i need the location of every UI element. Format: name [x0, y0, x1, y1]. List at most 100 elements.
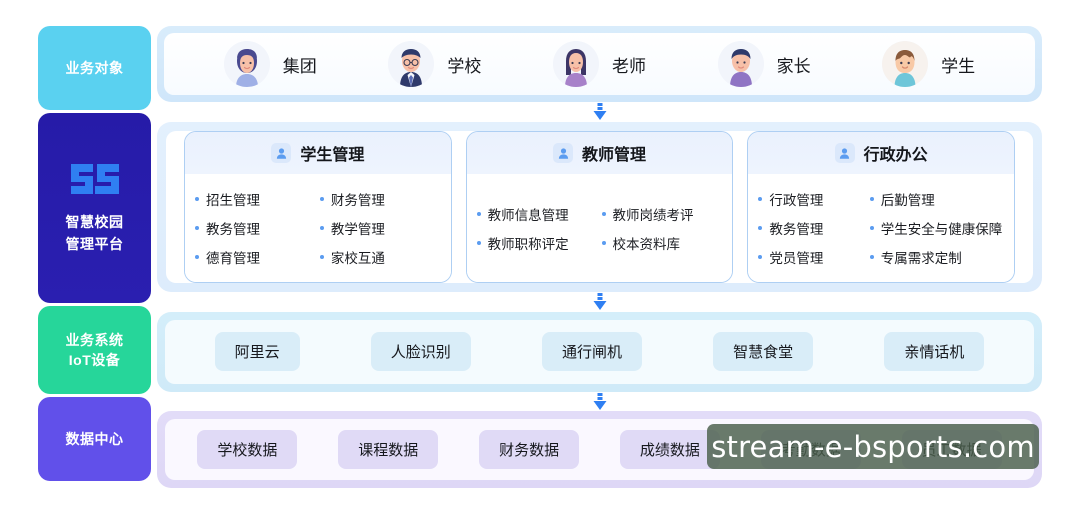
bullet-dot-icon [869, 226, 874, 230]
avatar-man-purple-top-icon [717, 41, 764, 88]
feature-item[interactable]: 教务管理 [758, 218, 865, 238]
feature-label: 教师岗绩考评 [612, 207, 694, 223]
feature-item[interactable]: 财务管理 [319, 189, 441, 209]
iot-chip[interactable]: 通行闸机 [541, 332, 642, 372]
feature-item[interactable]: 教师岗绩考评 [601, 204, 723, 224]
category-rail: 业务对象 智慧校园 管理平台 业务系统 IoT设备 数据中心 [38, 26, 151, 488]
feature-item[interactable]: 教师职称评定 [476, 233, 598, 253]
module-title: 行政办公 [863, 147, 928, 164]
feature-item[interactable]: 德育管理 [195, 247, 316, 267]
rail-label-iot-line1: 业务系统 [65, 331, 124, 348]
feature-item[interactable]: 校本资料库 [601, 233, 723, 253]
watermark-overlay: stream-e-bsports.com [707, 424, 1039, 469]
avatar-woman-blue-hair-icon [223, 41, 270, 88]
bullet-dot-icon [195, 226, 199, 230]
module-title: 教师管理 [582, 147, 647, 164]
data-chip[interactable]: 财务数据 [479, 430, 580, 470]
rail-label-data-center: 数据中心 [65, 430, 124, 447]
feature-item[interactable]: 教学管理 [319, 218, 441, 238]
rail-item-platform[interactable]: 智慧校园 管理平台 [38, 113, 151, 303]
feature-item[interactable]: 招生管理 [195, 189, 316, 209]
bullet-dot-icon [476, 240, 481, 245]
bullet-dot-icon [758, 255, 763, 259]
feature-label: 教务管理 [206, 222, 260, 237]
persona-group[interactable]: 家长 [717, 41, 811, 88]
feature-item[interactable]: 党员管理 [758, 247, 865, 267]
feature-label: 财务管理 [330, 193, 385, 208]
module-header: 学生管理 [185, 132, 451, 174]
rail-item-data-center[interactable]: 数据中心 [38, 397, 151, 481]
data-chip[interactable]: 学校数据 [197, 430, 298, 470]
data-chip[interactable]: 课程数据 [338, 430, 439, 470]
bullet-dot-icon [319, 226, 324, 230]
persona-label: 集团 [282, 56, 317, 76]
rail-label-business-objects: 业务对象 [65, 59, 124, 76]
watermark-text: stream-e-bsports.com [711, 429, 1035, 464]
feature-label: 家校互通 [330, 251, 385, 266]
avatar-woman-purple-top-icon [552, 41, 599, 88]
persona-label: 老师 [611, 56, 646, 76]
avatar-boy-brown-hair-icon [882, 41, 929, 88]
feature-label: 教师信息管理 [487, 207, 569, 223]
module-card-teacher[interactable]: 教师管理 教师信息管理 教师岗绩考评 教师职称评定 校本资料库 [465, 131, 734, 283]
ss-logo-icon [67, 162, 123, 196]
iot-chip[interactable]: 智慧食堂 [713, 332, 814, 372]
module-card-administration[interactable]: 行政办公 行政管理 后勤管理 教务管理 学生安全与健康保障 党员管理 专属需求定… [747, 131, 1016, 283]
module-feature-list: 招生管理 财务管理 教务管理 教学管理 德育管理 家校互通 [185, 174, 451, 282]
module-title: 学生管理 [300, 147, 365, 164]
bullet-dot-icon [601, 211, 606, 216]
feature-label: 后勤管理 [880, 193, 935, 208]
feature-item[interactable]: 家校互通 [319, 247, 441, 267]
feature-label: 德育管理 [206, 251, 260, 266]
feature-item[interactable]: 后勤管理 [869, 189, 1004, 209]
iot-chip[interactable]: 人脸识别 [370, 332, 471, 372]
arrow-down-icon [593, 392, 607, 411]
feature-label: 学生安全与健康保障 [880, 222, 1003, 237]
bullet-dot-icon [319, 255, 324, 259]
connector-iot-to-data [157, 392, 1042, 412]
feature-label: 教学管理 [330, 222, 385, 237]
bullet-dot-icon [601, 240, 606, 245]
module-feature-list: 行政管理 后勤管理 教务管理 学生安全与健康保障 党员管理 专属需求定制 [748, 174, 1015, 282]
rail-label-iot-line2: IoT设备 [68, 352, 121, 368]
module-header: 教师管理 [466, 132, 733, 174]
iot-chip[interactable]: 阿里云 [214, 332, 300, 372]
feature-label: 校本资料库 [612, 236, 681, 252]
bullet-dot-icon [476, 211, 481, 216]
feature-label: 招生管理 [206, 193, 260, 208]
feature-label: 行政管理 [769, 193, 824, 208]
iot-devices-row: 阿里云 人脸识别 通行闸机 智慧食堂 亲情话机 [157, 311, 1042, 392]
connector-modules-to-iot [157, 292, 1042, 312]
bullet-dot-icon [319, 197, 324, 201]
persona-group[interactable]: 学校 [388, 41, 482, 88]
persona-label: 家长 [776, 56, 811, 76]
feature-label: 党员管理 [769, 251, 824, 266]
feature-label: 教师职称评定 [487, 236, 569, 252]
feature-label: 教务管理 [769, 222, 824, 237]
persona-group[interactable]: 老师 [552, 41, 646, 88]
rail-item-iot[interactable]: 业务系统 IoT设备 [38, 306, 151, 394]
module-card-student[interactable]: 学生管理 招生管理 财务管理 教务管理 教学管理 德育管理 家校互通 [184, 131, 452, 283]
persona-group[interactable]: 学生 [882, 41, 976, 88]
data-chip[interactable]: 成绩数据 [619, 430, 720, 470]
persona-group[interactable]: 集团 [223, 41, 317, 88]
feature-item[interactable]: 教务管理 [195, 218, 316, 238]
feature-item[interactable]: 教师信息管理 [476, 204, 598, 224]
iot-chip[interactable]: 亲情话机 [884, 332, 985, 372]
diagram-stage: 集团 [157, 26, 1042, 488]
persona-label: 学校 [447, 56, 482, 76]
feature-item[interactable]: 学生安全与健康保障 [869, 218, 1004, 238]
connector-objects-to-modules [157, 102, 1042, 122]
bullet-dot-icon [758, 226, 763, 230]
module-header: 行政办公 [748, 132, 1015, 174]
feature-item[interactable]: 行政管理 [758, 189, 865, 209]
avatar-man-glasses-suit-icon [388, 41, 435, 88]
rail-label-platform-line1: 智慧校园 [65, 213, 124, 230]
persona-label: 学生 [941, 56, 976, 76]
bullet-dot-icon [195, 255, 199, 259]
bullet-dot-icon [758, 197, 763, 201]
rail-item-business-objects[interactable]: 业务对象 [38, 26, 151, 110]
feature-item[interactable]: 专属需求定制 [869, 247, 1004, 267]
user-icon [553, 143, 573, 163]
